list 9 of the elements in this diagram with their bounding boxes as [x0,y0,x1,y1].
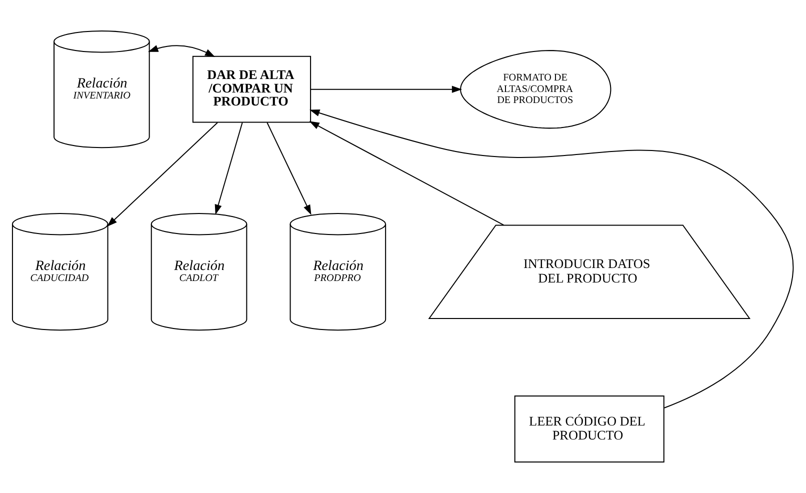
arrow [214,122,243,215]
arrow [107,122,218,227]
arrow [310,86,462,93]
arrow [309,121,504,226]
arrow [309,110,794,408]
arrow [266,122,312,216]
node-box: LEER CÓDIGO DEL PRODUCTO [514,396,664,462]
arrow [148,45,216,57]
node-box: DAR DE ALTA /COMPAR UN PRODUCTO [192,56,312,123]
